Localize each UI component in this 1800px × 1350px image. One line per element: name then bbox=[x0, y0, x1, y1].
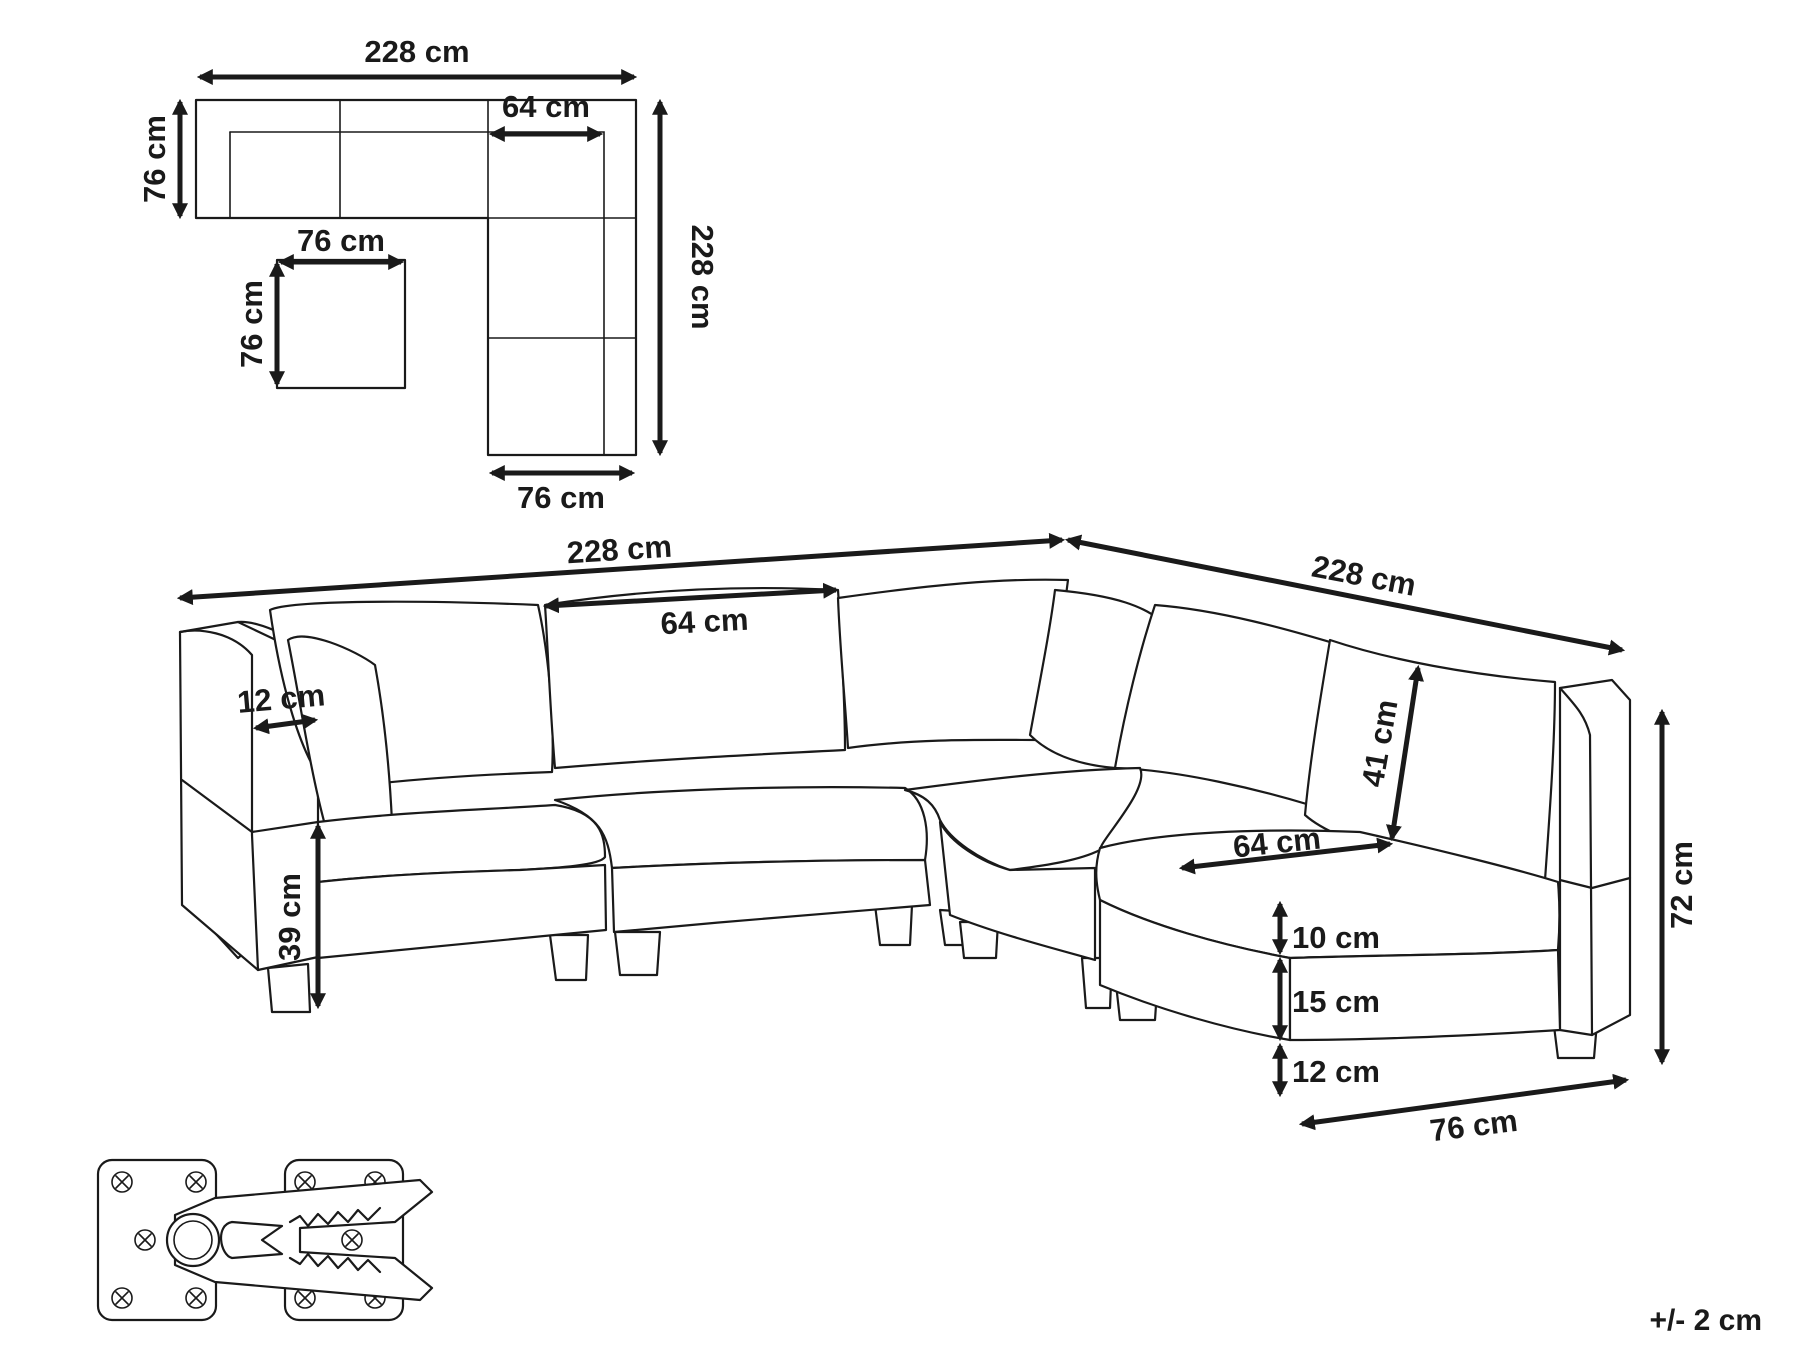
ottoman-seat-width-arrow bbox=[1178, 837, 1394, 875]
connector-bracket-icon bbox=[96, 1158, 434, 1322]
backrest-height-arrow bbox=[1386, 664, 1424, 842]
tolerance-note: +/- 2 cm bbox=[1649, 1304, 1762, 1337]
right-armrest bbox=[1558, 678, 1632, 1037]
plan-sofa-outline bbox=[194, 98, 638, 457]
left-length-arrow bbox=[176, 532, 1066, 606]
module-depth-arrow bbox=[1298, 1073, 1630, 1131]
module-depth-label: 76 cm bbox=[1428, 1103, 1520, 1148]
plan-chaise-width-label: 76 cm bbox=[517, 480, 605, 515]
plan-ottoman bbox=[275, 258, 407, 390]
plan-ottoman-width-label: 76 cm bbox=[297, 223, 385, 258]
plan-seat-width-label: 64 cm bbox=[502, 89, 590, 124]
plan-view: 228 cm 76 cm 64 cm 228 cm 76 cm 76 cm 76… bbox=[137, 34, 720, 515]
leg-height-label: 12 cm bbox=[1292, 1054, 1380, 1089]
cushion-height-label: 10 cm bbox=[1292, 920, 1380, 955]
base-height-label: 15 cm bbox=[1292, 984, 1380, 1019]
seat-width-arrow bbox=[542, 582, 840, 614]
armrest-width-arrow bbox=[252, 713, 319, 735]
total-height-label: 72 cm bbox=[1664, 841, 1699, 929]
perspective-view: 228 cm 228 cm 64 cm 12 cm 39 cm 41 cm 64… bbox=[176, 529, 1699, 1148]
plan-ottoman-depth-label: 76 cm bbox=[234, 280, 269, 368]
seat-width-label: 64 cm bbox=[660, 602, 750, 642]
plan-depth-label: 76 cm bbox=[137, 115, 172, 203]
right-length-label: 228 cm bbox=[1309, 548, 1419, 602]
seat-height-label: 39 cm bbox=[272, 873, 307, 961]
plan-total-width-label: 228 cm bbox=[364, 34, 469, 69]
right-length-arrow bbox=[1064, 534, 1626, 656]
left-length-label: 228 cm bbox=[566, 529, 673, 571]
armrest-width-label: 12 cm bbox=[236, 677, 327, 720]
plan-total-length-label: 228 cm bbox=[685, 224, 720, 329]
